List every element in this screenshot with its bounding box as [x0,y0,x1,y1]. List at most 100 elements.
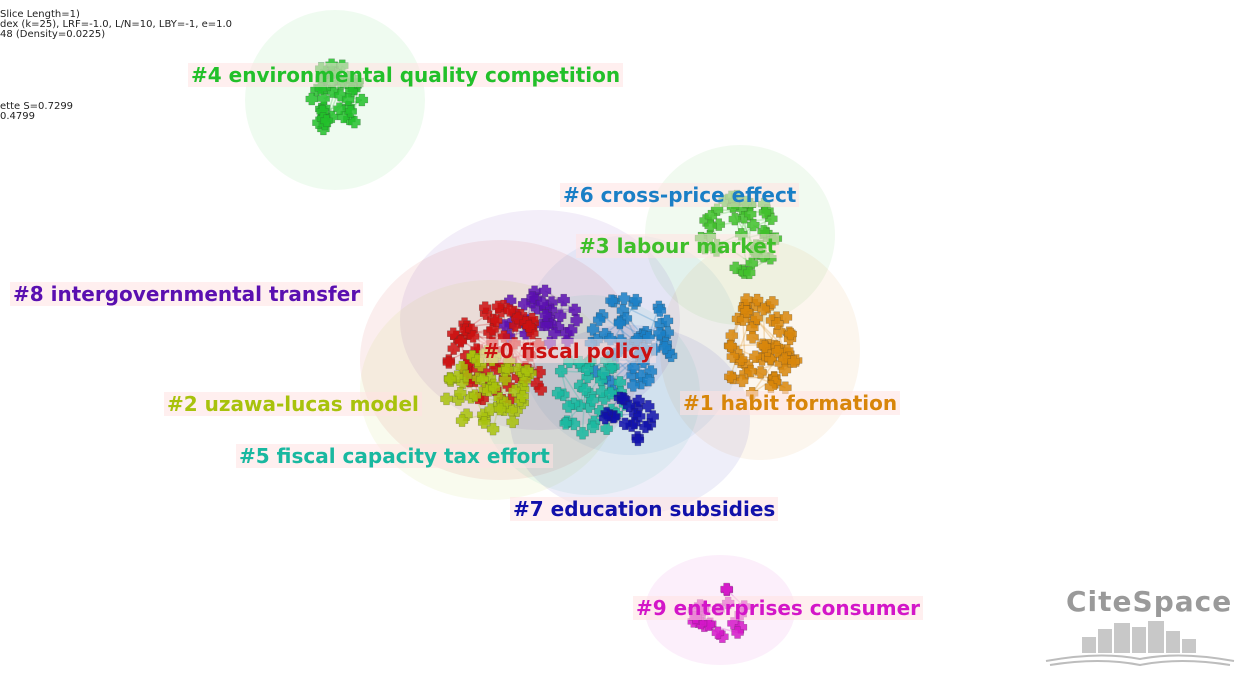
citation-node [455,414,469,427]
citation-node [758,340,772,353]
cluster-link [560,370,595,423]
citation-node [440,392,453,406]
citation-node [554,364,568,378]
citation-node [600,422,613,435]
citation-node [539,309,553,322]
citation-node [758,206,772,219]
citation-node [498,373,512,386]
citation-node [660,314,674,328]
citation-node [728,212,742,226]
citation-node [580,363,594,377]
citation-node [454,386,467,400]
citation-node [724,370,737,384]
citation-node [784,327,797,341]
citation-node [506,415,519,429]
citation-node [632,394,645,408]
citation-node [488,381,501,395]
info-line: ette S=0.7299 [0,101,74,112]
book-bars-icon [1045,621,1235,667]
citation-node [491,300,505,314]
cluster-label-3: #3 labour market [576,234,780,258]
citation-node [616,392,630,405]
cluster-label-0: #0 fiscal policy [480,339,657,363]
citation-node [536,296,549,310]
citation-node [534,383,548,396]
citation-node [499,396,512,410]
citation-node [501,363,514,376]
citation-node [742,266,756,280]
citation-node [486,422,500,436]
citation-node [592,313,606,327]
citation-node [597,366,610,380]
citation-node [454,335,468,348]
cluster-label-6: #6 cross-price effect [560,183,800,207]
citation-node [484,403,498,417]
citation-node [517,298,531,311]
citation-node [779,311,793,324]
citation-node [562,400,575,413]
citation-node [570,314,583,327]
citation-node [629,293,643,307]
citation-node [613,316,627,330]
citation-node [565,323,578,337]
citation-node [618,417,632,431]
cluster-label-1: #1 habit formation [680,391,901,415]
citation-node [740,293,753,306]
citation-node [757,302,770,316]
logo-wordmark: CiteSpace [1066,585,1233,618]
citation-node [551,386,565,400]
cluster-label-7: #7 education subsidies [510,497,779,521]
info-line: dex (k=25), LRF=-1.0, L/N=10, LBY=-1, e=… [0,19,233,30]
cluster-label-4: #4 environmental quality competition [188,63,624,87]
citation-node [554,309,567,322]
citation-node [538,284,552,298]
citation-node [787,355,801,368]
citation-node [646,410,660,423]
cluster-label-5: #5 fiscal capacity tax effort [236,444,553,468]
citation-node [744,364,757,378]
citation-node [540,318,553,332]
citation-node [658,341,672,354]
citation-node [711,626,725,640]
citation-node [466,330,480,343]
citation-node [557,293,570,307]
citation-node [778,363,792,377]
citation-node [604,386,617,400]
citation-node [704,219,717,233]
citation-node [341,93,355,106]
citation-node [559,417,572,430]
citation-node [317,92,330,105]
citation-node [468,389,482,402]
citation-node [725,329,739,342]
citation-node [586,393,599,407]
citation-node [586,420,600,434]
citation-node [305,92,319,106]
citation-node [443,372,457,386]
citation-node [750,312,763,325]
citation-node [726,350,740,363]
cluster-link [751,350,783,394]
info-line: 48 (Density=0.0225) [0,29,106,40]
citation-node [320,114,333,128]
cluster-label-9: #9 enterprises consumer [633,596,924,620]
citation-node [704,209,718,223]
citation-node [642,373,655,387]
citation-node [745,257,758,270]
citation-node [747,218,760,232]
citation-node [447,342,460,355]
citation-node [605,294,618,307]
citation-node [746,331,759,344]
citation-node [442,356,456,369]
citation-node [516,389,529,403]
citation-node [493,402,507,416]
citation-node [771,317,784,330]
citation-node [526,291,539,304]
info-line: Slice Length=1) [0,9,80,20]
citation-node [720,582,733,596]
citation-node [617,292,631,305]
citation-node [520,364,534,377]
citation-node [653,304,667,317]
citation-node [739,305,753,318]
citation-node [355,93,369,107]
citation-node [631,433,645,447]
